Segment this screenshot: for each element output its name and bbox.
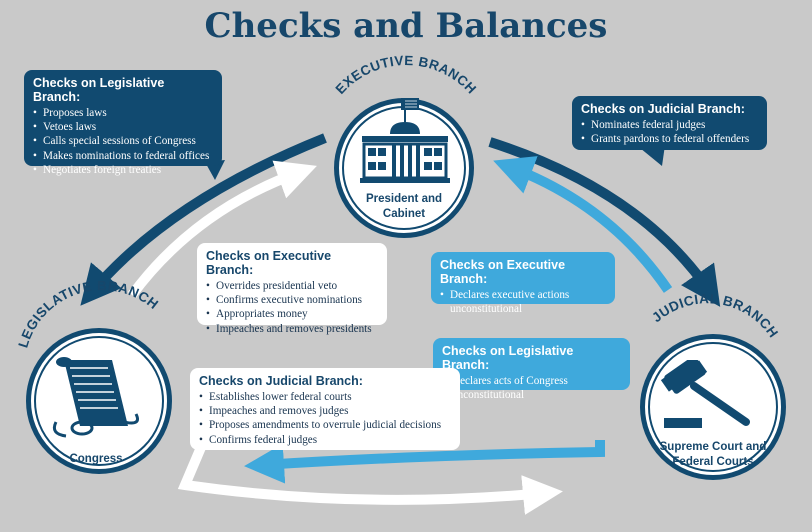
list-item: Nominates federal judges [581,118,758,132]
box-heading: Checks on Executive Branch: [440,258,566,286]
arrow-legislative-to-judicial [177,443,563,515]
jud-checks-on-executive-box: Checks on Executive Branch: Declares exe… [431,252,615,315]
list-item: Overrides presidential veto [206,279,378,293]
arrow-executive-to-judicial [488,137,721,307]
box-heading: Checks on Legislative Branch: [33,76,165,104]
box-heading: Checks on Judicial Branch: [581,102,745,116]
white-house-icon [360,98,450,183]
gavel-icon [660,360,750,428]
arrow-legislative-to-executive [127,160,317,298]
page-title: Checks and Balances [204,6,608,46]
box-heading: Checks on Legislative Branch: [442,344,574,372]
list-item: Vetoes laws [33,120,213,134]
box-heading: Checks on Judicial Branch: [199,374,363,388]
arrow-judicial-to-legislative [244,440,605,484]
executive-caption: President and Cabinet [354,192,454,222]
legislative-caption: Congress [69,453,123,465]
list-item: Declares executive actions [440,288,606,302]
exec-checks-on-legislative-box: Checks on Legislative Branch: Proposes l… [24,70,222,177]
list-item-continuation: unconstitutional [450,303,523,316]
executive-caption-line1: President and [365,193,443,205]
list-item: Establishes lower federal courts [199,390,451,404]
scroll-icon [52,357,139,438]
arrow-judicial-to-executive [493,156,673,293]
list-item: Appropriates money [206,307,378,321]
judicial-caption-line1: Supreme Court and [659,441,767,453]
executive-caption-line2: Cabinet [382,208,426,220]
judicial-caption: Supreme Court and Federal Courts [648,440,778,470]
list-item: Calls special sessions of Congress [33,134,213,148]
list-item: Declares acts of Congress [442,374,621,388]
leg-checks-on-judicial-box: Checks on Judicial Branch: Establishes l… [190,368,460,450]
list-item: Negotiates foreign treaties [33,163,213,177]
judicial-inner-ring [648,342,778,472]
list-item: Proposes laws [33,106,213,120]
leg-checks-on-executive-box: Checks on Executive Branch: Overrides pr… [197,243,387,336]
jud-checks-on-legislative-box: Checks on Legislative Branch: Declares a… [433,338,630,401]
arrow-executive-to-legislative [80,133,327,306]
exec-checks-on-judicial-box: Checks on Judicial Branch: Nominates fed… [572,96,767,150]
list-item: Proposes amendments to overrule judicial… [199,418,451,432]
list-item-continuation: unconstitutional [452,389,525,402]
executive-branch-label: EXECUTIVE BRANCH [333,53,480,97]
list-item: Impeaches and removes judges [199,404,451,418]
list-item: Makes nominations to federal offices [33,149,213,163]
list-item: Confirms executive nominations [206,293,378,307]
list-item: Confirms federal judges [199,433,451,447]
legislative-inner-ring [34,336,164,466]
list-item: Impeaches and removes presidents [206,322,378,336]
judicial-caption-line2: Federal Courts [672,456,754,468]
list-item: Grants pardons to federal offenders [581,132,758,146]
box-heading: Checks on Executive Branch: [206,249,332,277]
